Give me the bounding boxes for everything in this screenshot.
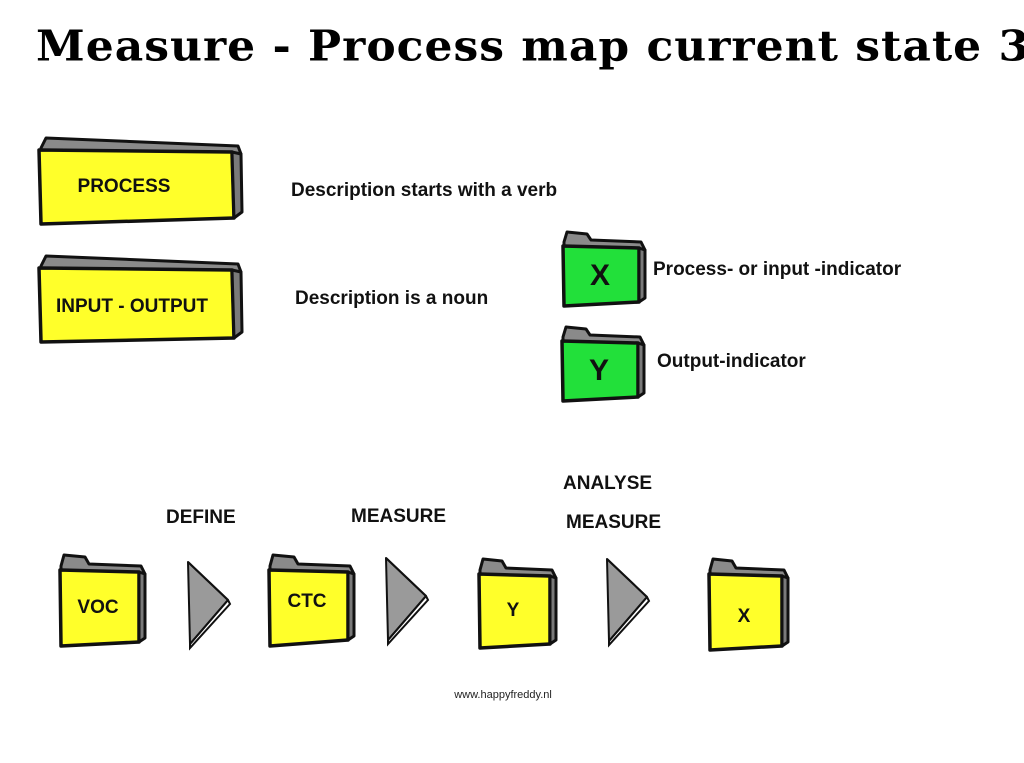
stage-label-measure-2: MEASURE: [566, 512, 662, 533]
flow-box-y-label: Y: [506, 600, 520, 621]
input-output-box: INPUT - OUTPUT: [36, 252, 244, 346]
footer-url: www.happyfreddy.nl: [454, 689, 552, 701]
flow-box-ctc: CTC: [266, 552, 358, 648]
arrow-right-icon: [187, 561, 232, 651]
y-indicator-description: Output-indicator: [657, 351, 806, 372]
flow-box-x: X: [706, 556, 792, 652]
flow-box-voc: VOC: [57, 552, 149, 648]
flow-box-y-shape: [477, 557, 558, 650]
arrow-right-icon: [606, 558, 651, 648]
input-output-box-label: INPUT - OUTPUT: [56, 296, 208, 317]
y-indicator-label: Y: [588, 354, 609, 387]
x-indicator-label: X: [589, 259, 610, 292]
stage-label-measure: MEASURE: [351, 506, 447, 527]
flow-box-y: Y: [476, 556, 560, 650]
flow-box-voc-shape: [58, 553, 147, 648]
process-box: PROCESS: [36, 134, 244, 228]
process-box-label: PROCESS: [77, 176, 171, 197]
process-box-shape: [37, 136, 244, 226]
flow-box-voc-label: VOC: [77, 597, 119, 618]
x-indicator-description: Process- or input -indicator: [653, 259, 902, 280]
stage-label-define: DEFINE: [166, 507, 236, 528]
x-indicator-box-shape: [561, 230, 647, 308]
flow-arrow-3: [603, 555, 653, 648]
flow-box-x-label: X: [737, 606, 751, 627]
y-indicator-box-shape: [560, 325, 646, 403]
y-indicator-box: Y: [560, 323, 646, 403]
process-description: Description starts with a verb: [291, 180, 558, 201]
flow-arrow-1: [184, 558, 234, 651]
flow-arrow-2: [382, 554, 432, 647]
input-output-description: Description is a noun: [295, 288, 489, 309]
stage-label-analyse: ANALYSE: [563, 473, 653, 494]
flow-box-ctc-label: CTC: [287, 591, 327, 612]
arrow-right-icon: [385, 557, 430, 647]
flow-box-ctc-shape: [267, 553, 356, 648]
page-title: Measure - Process map current state 3: [36, 22, 1024, 71]
flow-box-x-shape: [707, 557, 790, 652]
input-output-box-shape: [37, 254, 244, 344]
x-indicator-box: X: [561, 228, 647, 308]
